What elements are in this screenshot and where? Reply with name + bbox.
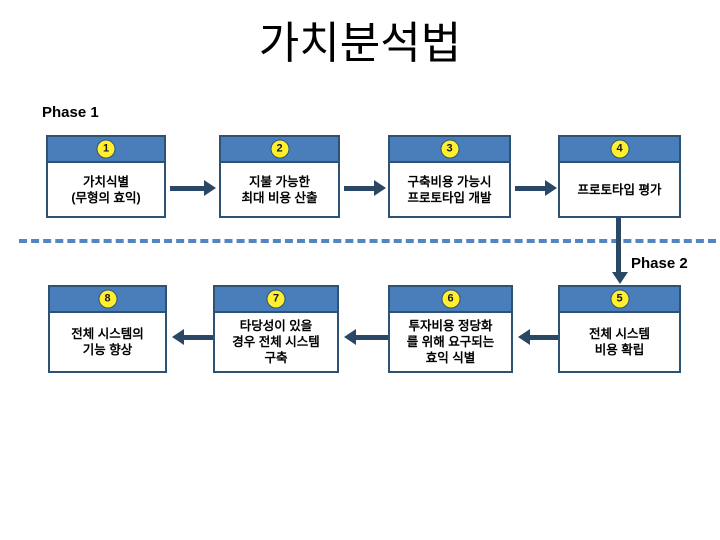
arrow-3-to-4-head-icon [545, 180, 557, 196]
process-box-7-text: 타당성이 있을 경우 전체 시스템 구축 [232, 319, 320, 365]
arrow-2-to-3-head-icon [374, 180, 386, 196]
process-box-8-text: 전체 시스템의 기능 향상 [71, 327, 144, 357]
arrow-4-to-5-head-icon [612, 272, 628, 284]
process-box-7-body: 타당성이 있을 경우 전체 시스템 구축 [215, 313, 337, 371]
process-box-1-text: 가치식별 (무형의 효익) [71, 174, 141, 205]
process-box-7-header: 7 [215, 287, 337, 313]
arrow-3-to-4 [515, 186, 546, 191]
step-number-badge: 4 [610, 139, 629, 159]
arrow-1-to-2-head-icon [204, 180, 216, 196]
process-box-5-body: 전체 시스템 비용 확립 [560, 313, 679, 371]
arrow-5-to-6 [530, 335, 558, 340]
process-box-1-body: 가치식별 (무형의 효익) [48, 163, 164, 216]
process-box-6[interactable]: 6 투자비용 정당화 를 위해 요구되는 효익 식별 [388, 285, 513, 373]
step-number-badge: 8 [98, 289, 117, 309]
process-box-3-text: 구축비용 가능시 프로토타입 개발 [407, 174, 492, 205]
process-box-5-text: 전체 시스템 비용 확립 [589, 327, 650, 357]
step-number-badge: 3 [440, 139, 459, 159]
step-number-badge: 7 [266, 289, 286, 309]
process-box-4[interactable]: 4 프로토타입 평가 [558, 135, 681, 218]
process-box-5-header: 5 [560, 287, 679, 313]
process-box-3[interactable]: 3 구축비용 가능시 프로토타입 개발 [388, 135, 511, 218]
step-number-badge: 2 [270, 139, 289, 159]
phase-2-label: Phase 2 [631, 255, 688, 272]
arrow-2-to-3 [344, 186, 375, 191]
arrow-7-to-8-head-icon [172, 329, 184, 345]
process-box-2-header: 2 [221, 137, 338, 163]
process-box-5[interactable]: 5 전체 시스템 비용 확립 [558, 285, 681, 373]
process-box-6-text: 투자비용 정당화 를 위해 요구되는 효익 식별 [406, 319, 495, 365]
process-box-2-body: 지불 가능한 최대 비용 산출 [221, 163, 338, 216]
process-box-8[interactable]: 8 전체 시스템의 기능 향상 [48, 285, 167, 373]
step-number-badge: 6 [441, 289, 460, 309]
step-number-badge: 5 [610, 289, 629, 309]
process-box-1[interactable]: 1 가치식별 (무형의 효익) [46, 135, 166, 218]
process-box-3-header: 3 [390, 137, 509, 163]
process-box-2[interactable]: 2 지불 가능한 최대 비용 산출 [219, 135, 340, 218]
process-box-2-text: 지불 가능한 최대 비용 산출 [241, 174, 318, 205]
process-box-3-body: 구축비용 가능시 프로토타입 개발 [390, 163, 509, 216]
process-box-7[interactable]: 7 타당성이 있을 경우 전체 시스템 구축 [213, 285, 339, 373]
process-box-4-body: 프로토타입 평가 [560, 163, 679, 216]
phase-1-label: Phase 1 [42, 104, 99, 121]
process-box-4-header: 4 [560, 137, 679, 163]
process-box-1-header: 1 [48, 137, 164, 163]
phase-divider-dashed-line [19, 239, 716, 243]
process-box-8-header: 8 [50, 287, 165, 313]
arrow-6-to-7 [356, 335, 388, 340]
process-box-6-body: 투자비용 정당화 를 위해 요구되는 효익 식별 [390, 313, 511, 371]
step-number-badge: 1 [96, 139, 116, 159]
arrow-7-to-8 [184, 335, 213, 340]
page-title: 가치분석법 [258, 19, 462, 68]
arrow-6-to-7-head-icon [344, 329, 356, 345]
arrow-4-to-5-vertical [616, 218, 621, 273]
arrow-5-to-6-head-icon [518, 329, 530, 345]
process-box-8-body: 전체 시스템의 기능 향상 [50, 313, 165, 371]
process-box-4-text: 프로토타입 평가 [577, 182, 662, 197]
arrow-1-to-2 [170, 186, 205, 191]
process-box-6-header: 6 [390, 287, 511, 313]
